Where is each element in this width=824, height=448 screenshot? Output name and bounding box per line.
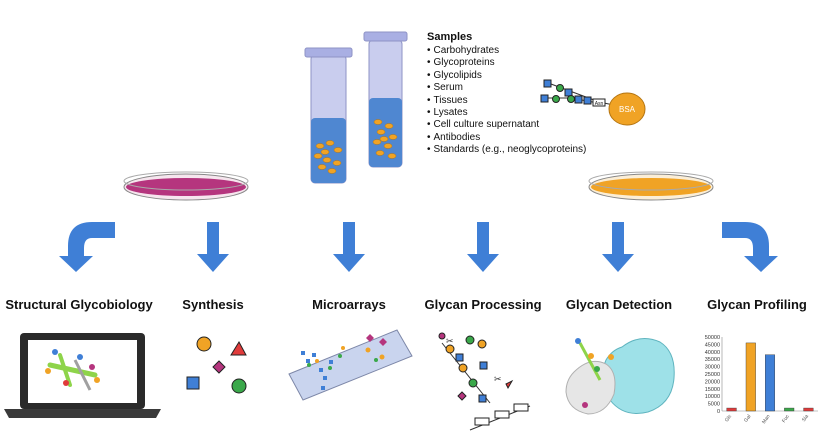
bsa-label: BSA <box>619 105 636 114</box>
test-tube-left <box>304 47 353 184</box>
label-glycan-detection: Glycan Detection <box>565 297 673 312</box>
sample-item: Lysates <box>427 107 586 119</box>
down-arrow-microarrays <box>333 222 365 272</box>
chart-bar <box>803 407 814 412</box>
curved-arrow-left <box>59 222 115 272</box>
label-structural-glycobiology: Structural Glycobiology <box>5 297 153 312</box>
petri-dish-right <box>588 171 714 201</box>
chart-xtick-label: Man <box>761 414 772 426</box>
down-arrow-processing <box>467 222 499 272</box>
blue-square-icon <box>186 376 200 390</box>
curved-arrow-right <box>722 222 778 272</box>
chart-ytick-label: 30000 <box>705 365 720 371</box>
svg-text:✂: ✂ <box>494 374 502 384</box>
sample-item: Antibodies <box>427 132 586 144</box>
glycan-processing-illustration: ✂ ✂ <box>438 332 531 431</box>
yellow-circle-icon <box>196 336 212 352</box>
sample-item: Glycoproteins <box>427 57 586 69</box>
laptop-structure-icon <box>4 333 161 418</box>
chart-bar <box>726 407 737 412</box>
chart-ytick-label: 25000 <box>705 372 720 378</box>
samples-title: Samples <box>427 31 473 43</box>
linker-label: Asn <box>595 101 604 107</box>
petri-dish-left <box>123 171 249 201</box>
chart-bar <box>745 342 756 412</box>
test-tube-right <box>363 31 408 168</box>
label-glycan-profiling: Glycan Profiling <box>707 297 807 312</box>
red-triangle-icon <box>230 340 247 356</box>
label-synthesis: Synthesis <box>182 297 244 312</box>
chart-bar <box>765 354 776 412</box>
glycan-profiling-chart: 5000045000400003500030000250002000015000… <box>705 335 818 425</box>
chart-xtick-label: Fuc <box>781 413 791 424</box>
green-circle-icon <box>231 378 247 394</box>
chart-ytick-label: 10000 <box>705 394 720 400</box>
purple-diamond-icon <box>212 360 226 374</box>
chart-xtick-label: Glc <box>724 413 734 423</box>
chart-xtick-label: Sia <box>801 414 810 424</box>
chart-ytick-label: 20000 <box>705 379 720 385</box>
label-microarrays: Microarrays <box>312 297 386 312</box>
svg-text:✂: ✂ <box>446 336 454 346</box>
sample-item: Standards (e.g., neoglycoproteins) <box>427 144 587 156</box>
chart-bar <box>784 407 795 412</box>
samples-list: CarbohydratesGlycoproteinsGlycolipidsSer… <box>427 45 587 157</box>
synthesis-shapes <box>186 336 247 394</box>
protein-surface-illustration <box>565 337 675 415</box>
sample-item: Glycolipids <box>427 70 586 82</box>
chart-xtick-label: Gal <box>743 414 752 424</box>
sample-item: Cell culture supernatant <box>427 119 586 131</box>
chart-ytick-label: 35000 <box>705 357 720 363</box>
chart-ytick-label: 45000 <box>705 342 720 348</box>
label-glycan-processing: Glycan Processing <box>424 297 542 312</box>
down-arrow-synthesis <box>197 222 229 272</box>
sample-item: Tissues <box>427 95 586 107</box>
sample-item: Serum <box>427 82 586 94</box>
sample-item: Carbohydrates <box>427 45 586 57</box>
chart-ytick-label: 40000 <box>705 350 720 356</box>
chart-ytick-label: 0 <box>717 409 720 415</box>
microarray-slide <box>288 329 413 401</box>
chart-ytick-label: 5000 <box>708 402 720 408</box>
chart-ytick-label: 15000 <box>705 387 720 393</box>
chart-ytick-label: 50000 <box>705 335 720 341</box>
down-arrow-detection <box>602 222 634 272</box>
